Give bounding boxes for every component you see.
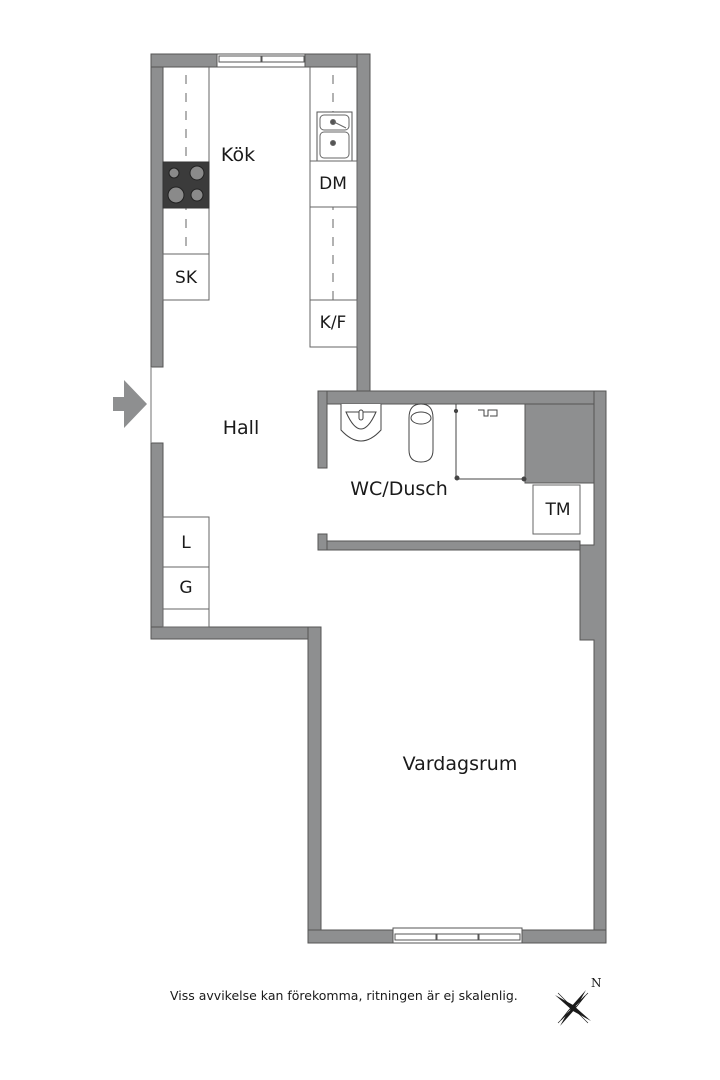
bathroom-fixtures [340,403,527,482]
room-label-living-room: Vardagsrum [402,753,518,775]
wall-bath-bottom [317,540,581,551]
fixture-label-dishwasher: DM [319,174,347,194]
wall-hall-bottom [150,626,322,640]
window-living [392,927,523,944]
compass-north-label: N [591,976,602,990]
wall-bath-left-stub [317,390,328,469]
wall-left-lower [150,442,164,640]
fixture-label-wardrobe-l: L [181,533,191,553]
wall-living-bottom-right [521,929,607,944]
wall-bath-top [317,390,607,405]
fixture-label-freezer: SK [175,268,197,288]
window-kitchen [216,53,306,68]
shower-enclosure-icon [455,404,525,480]
wall-top-left [150,53,218,68]
sink-icon [316,111,353,162]
washing-machine-box [532,484,581,535]
wall-right [579,390,607,944]
washbasin-icon [340,404,382,442]
walls [150,53,607,944]
fixture-label-wardrobe-g: G [179,578,193,598]
room-label-kitchen: Kök [220,144,256,166]
room-label-hall: Hall [222,417,260,439]
wall-kitchen-right [356,53,371,405]
shaft-block [524,403,595,484]
wall-living-bottom-left [307,929,394,944]
wall-left-upper [150,53,164,368]
entry-arrow-icon [113,380,147,428]
room-label-bathroom: WC/Dusch [350,478,448,500]
fixture-label-fridge-freezer: K/F [319,313,347,333]
shower-tap-icon [478,409,498,417]
wall-living-left [307,626,322,944]
disclaimer-text: Viss avvikelse kan förekomma, ritningen … [170,988,518,1003]
kitchen-counter-right [309,67,358,348]
compass-icon [555,990,591,1026]
kitchen-counter-left [162,67,210,301]
wall-bath-bottom-stub [317,533,328,551]
fixture-label-washing-machine: TM [545,500,571,520]
wardrobes [162,516,210,628]
